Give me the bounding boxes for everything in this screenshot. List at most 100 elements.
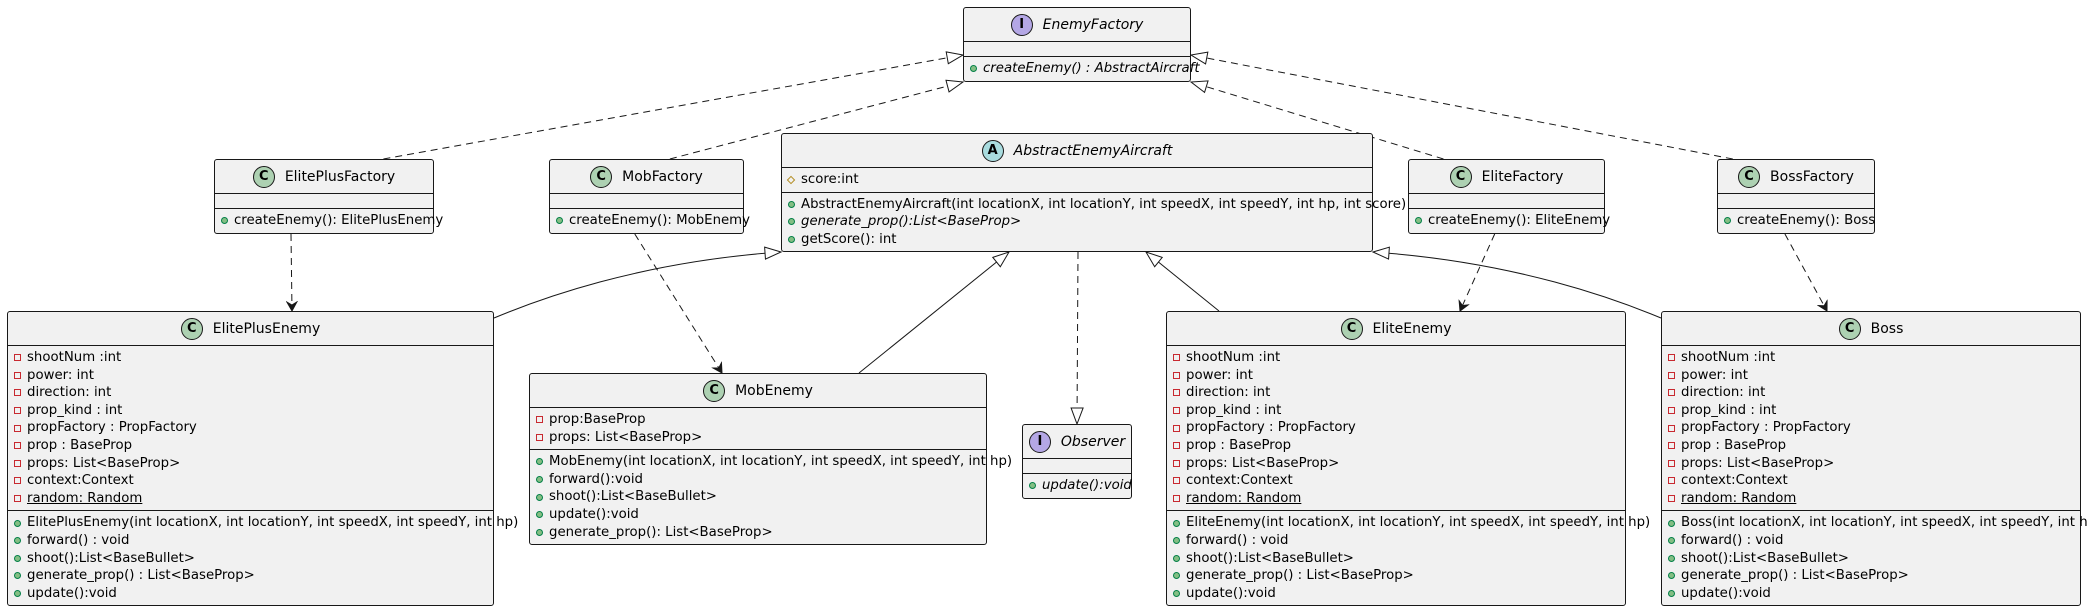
method-text: generate_prop(): List<BaseProp> xyxy=(549,524,773,540)
private-visibility-icon xyxy=(1668,354,1675,362)
field-row: random: Random xyxy=(1173,490,1625,508)
field-row: direction: int xyxy=(14,384,493,402)
public-visibility-icon xyxy=(1668,519,1675,527)
generalization-edge-mob-enemy-to-abstract-enemy-aircraft xyxy=(858,252,1009,374)
method-row: createEnemy() : AbstractAircraft xyxy=(970,60,1200,78)
field-row: props: List<BaseProp> xyxy=(1173,455,1625,473)
field-row: random: Random xyxy=(1668,490,2080,508)
field-row: propFactory : PropFactory xyxy=(1173,419,1625,437)
field-row: context:Context xyxy=(1668,472,2080,490)
dependency-edge-elite-plus-factory-to-elite-plus-enemy xyxy=(291,233,292,311)
public-visibility-icon xyxy=(1415,217,1422,225)
class-name: AbstractEnemyAircraft xyxy=(1013,142,1173,159)
interface-spot-icon: I xyxy=(1010,13,1033,36)
method-text: createEnemy(): EliteEnemy xyxy=(1428,213,1611,228)
private-visibility-icon xyxy=(536,416,543,424)
method-row: generate_prop():List<BaseProp> xyxy=(788,213,1372,231)
method-row: Boss(int locationX, int locationY, int s… xyxy=(1668,514,2087,532)
method-text: generate_prop() : List<BaseProp> xyxy=(1681,568,1909,584)
public-visibility-icon xyxy=(536,511,543,519)
private-visibility-icon xyxy=(1173,477,1180,485)
private-visibility-icon xyxy=(1668,459,1675,467)
private-visibility-icon xyxy=(536,433,543,441)
public-visibility-icon xyxy=(1173,519,1180,527)
method-text: generate_prop() : List<BaseProp> xyxy=(1186,568,1414,584)
private-visibility-icon xyxy=(1173,389,1180,397)
field-row: prop:BaseProp xyxy=(536,411,986,429)
field-row: prop_kind : int xyxy=(1173,402,1625,420)
private-visibility-icon xyxy=(1668,477,1675,485)
method-row: generate_prop() : List<BaseProp> xyxy=(1173,567,1625,585)
method-row: EliteEnemy(int locationX, int locationY,… xyxy=(1173,514,1650,532)
field-row: shootNum :int xyxy=(1173,349,1625,367)
method-text: update():void xyxy=(1681,585,1771,601)
public-visibility-icon xyxy=(1668,537,1675,545)
field-text: shootNum :int xyxy=(27,350,122,365)
methods-section: createEnemy(): MobEnemy xyxy=(550,209,750,233)
method-row: shoot():List<BaseBullet> xyxy=(536,488,986,506)
class-name: MobFactory xyxy=(622,168,703,185)
public-visibility-icon xyxy=(14,590,21,598)
private-visibility-icon xyxy=(1173,407,1180,415)
class-spot-icon: C xyxy=(703,379,726,402)
private-visibility-icon xyxy=(1668,424,1675,432)
method-row: update():void xyxy=(1029,477,1132,495)
generalization-edge-elite-enemy-to-abstract-enemy-aircraft xyxy=(1146,252,1220,312)
public-visibility-icon xyxy=(788,236,795,244)
method-row: createEnemy(): MobEnemy xyxy=(556,212,750,230)
public-visibility-icon xyxy=(221,217,228,225)
field-row: prop : BaseProp xyxy=(14,437,493,455)
field-text: shootNum :int xyxy=(1681,350,1776,365)
field-text: context:Context xyxy=(27,473,134,489)
field-text: prop_kind : int xyxy=(1186,402,1282,418)
private-visibility-icon xyxy=(1668,371,1675,379)
methods-section: MobEnemy(int locationX, int locationY, i… xyxy=(530,450,1012,544)
private-visibility-icon xyxy=(14,442,21,450)
fields-section xyxy=(1409,194,1604,209)
method-text: update():void xyxy=(27,585,117,601)
public-visibility-icon xyxy=(536,476,543,484)
public-visibility-icon xyxy=(1668,590,1675,598)
method-text: shoot():List<BaseBullet> xyxy=(549,489,717,505)
method-text: shoot():List<BaseBullet> xyxy=(1186,550,1354,566)
field-text: context:Context xyxy=(1186,473,1293,489)
field-row: context:Context xyxy=(1173,472,1625,490)
generalization-edge-boss-to-abstract-enemy-aircraft xyxy=(1373,252,1662,319)
fields-section xyxy=(964,42,1190,57)
method-row: generate_prop() : List<BaseProp> xyxy=(1668,567,2080,585)
method-row: generate_prop(): List<BaseProp> xyxy=(536,524,986,542)
methods-section: createEnemy(): ElitePlusEnemy xyxy=(215,209,443,233)
field-text: power: int xyxy=(1681,367,1748,383)
private-visibility-icon xyxy=(1173,371,1180,379)
private-visibility-icon xyxy=(1173,354,1180,362)
class-spot-icon: C xyxy=(1838,317,1861,340)
private-visibility-icon xyxy=(1173,442,1180,450)
field-text: direction: int xyxy=(1186,385,1271,401)
field-text: direction: int xyxy=(1681,385,1766,401)
method-row: createEnemy(): Boss xyxy=(1724,212,1875,230)
method-text: getScore(): int xyxy=(801,231,897,247)
realization-edge-elite-plus-factory-to-enemy-factory xyxy=(383,55,963,160)
methods-section: createEnemy(): EliteEnemy xyxy=(1409,209,1610,233)
private-visibility-icon xyxy=(14,407,21,415)
private-visibility-icon xyxy=(14,424,21,432)
methods-section: update():void xyxy=(1023,474,1132,498)
private-visibility-icon xyxy=(14,477,21,485)
field-row: power: int xyxy=(1668,367,2080,385)
